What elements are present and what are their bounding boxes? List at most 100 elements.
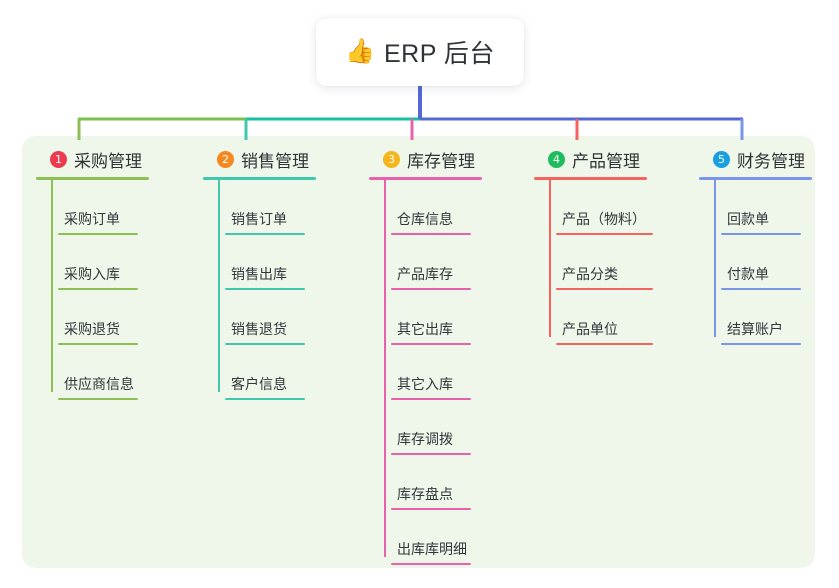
- leaf-label: 结算账户: [727, 321, 783, 337]
- branch-title-5: 财务管理: [737, 151, 805, 171]
- branch-header-4[interactable]: 4 产品管理: [534, 146, 653, 172]
- leaf-label: 库存调拨: [397, 431, 453, 447]
- leaf-item[interactable]: 采购入库: [58, 235, 149, 290]
- branch-badge-4: 4: [548, 150, 565, 168]
- leaf-item[interactable]: 客户信息: [225, 345, 316, 400]
- branch-title-4: 产品管理: [572, 151, 640, 171]
- branch-items-1: 采购订单采购入库采购退货供应商信息: [36, 180, 149, 400]
- leaf-label: 客户信息: [231, 376, 287, 392]
- leaf-item[interactable]: 产品单位: [556, 290, 653, 345]
- leaf-label: 销售订单: [231, 211, 287, 227]
- leaf-label: 产品（物料）: [562, 211, 646, 227]
- leaf-item[interactable]: 付款单: [721, 235, 812, 290]
- leaf-label: 采购退货: [64, 321, 120, 337]
- branch-title-2: 销售管理: [241, 151, 309, 171]
- leaf-item[interactable]: 结算账户: [721, 290, 812, 345]
- leaf-item[interactable]: 采购退货: [58, 290, 149, 345]
- leaf-label: 出库库明细: [397, 541, 467, 557]
- branch-2: 2 销售管理销售订单销售出库销售退货客户信息: [203, 146, 316, 400]
- root-node[interactable]: 👍 ERP 后台: [316, 18, 524, 86]
- root-title: ERP 后台: [383, 40, 495, 68]
- branch-items-4: 产品（物料） 产品分类产品单位: [534, 180, 653, 345]
- leaf-underline: [391, 288, 471, 290]
- branch-items-3: 仓库信息产品库存其它出库其它入库库存调拨库存盘点出库库明细: [369, 180, 482, 565]
- leaf-item[interactable]: 出库库明细: [391, 510, 482, 565]
- leaf-underline: [58, 398, 138, 400]
- leaf-underline: [391, 508, 471, 510]
- leaf-item[interactable]: 供应商信息: [58, 345, 149, 400]
- leaf-label: 仓库信息: [397, 211, 453, 227]
- leaf-label: 其它入库: [397, 376, 453, 392]
- branch-header-2[interactable]: 2 销售管理: [203, 146, 316, 172]
- branch-spine-4: [549, 180, 551, 337]
- leaf-item[interactable]: 库存盘点: [391, 455, 482, 510]
- leaf-item[interactable]: 回款单: [721, 180, 812, 235]
- leaf-item[interactable]: 库存调拨: [391, 400, 482, 455]
- branch-title-3: 库存管理: [407, 151, 475, 171]
- branch-spine-2: [218, 180, 220, 392]
- branch-underline-5: [699, 177, 812, 180]
- leaf-underline: [58, 288, 138, 290]
- leaf-label: 采购入库: [64, 266, 120, 282]
- branch-spine-3: [384, 180, 386, 557]
- branch-header-3[interactable]: 3 库存管理: [369, 146, 482, 172]
- branch-header-5[interactable]: 5 财务管理: [699, 146, 812, 172]
- branch-4: 4 产品管理产品（物料） 产品分类产品单位: [534, 146, 653, 345]
- leaf-item[interactable]: 产品分类: [556, 235, 653, 290]
- leaf-underline: [721, 288, 801, 290]
- leaf-underline: [225, 288, 305, 290]
- leaf-label: 库存盘点: [397, 486, 453, 502]
- leaf-underline: [391, 398, 471, 400]
- leaf-underline: [58, 343, 138, 345]
- branch-items-5: 回款单付款单结算账户: [699, 180, 812, 345]
- leaf-underline: [225, 398, 305, 400]
- leaf-underline: [391, 343, 471, 345]
- leaf-item[interactable]: 其它出库: [391, 290, 482, 345]
- leaf-underline: [225, 233, 305, 235]
- branch-badge-2: 2: [217, 150, 234, 168]
- leaf-label: 产品单位: [562, 321, 618, 337]
- branch-underline-3: [369, 177, 482, 180]
- leaf-label: 付款单: [727, 266, 769, 282]
- branch-underline-1: [36, 177, 149, 180]
- branches-panel: [22, 136, 815, 568]
- leaf-item[interactable]: 产品（物料）: [556, 180, 653, 235]
- leaf-underline: [556, 233, 653, 235]
- leaf-label: 供应商信息: [64, 376, 134, 392]
- branch-underline-2: [203, 177, 316, 180]
- leaf-underline: [391, 453, 471, 455]
- leaf-item[interactable]: 销售出库: [225, 235, 316, 290]
- leaf-underline: [391, 233, 471, 235]
- branch-spine-5: [714, 180, 716, 337]
- leaf-label: 采购订单: [64, 211, 120, 227]
- branch-badge-1: 1: [50, 150, 67, 168]
- leaf-label: 销售出库: [231, 266, 287, 282]
- leaf-item[interactable]: 产品库存: [391, 235, 482, 290]
- leaf-underline: [225, 343, 305, 345]
- leaf-item[interactable]: 销售退货: [225, 290, 316, 345]
- branch-spine-1: [51, 180, 53, 392]
- branch-3: 3 库存管理仓库信息产品库存其它出库其它入库库存调拨库存盘点出库库明细: [369, 146, 482, 565]
- leaf-underline: [391, 563, 471, 565]
- leaf-underline: [721, 343, 801, 345]
- leaf-label: 销售退货: [231, 321, 287, 337]
- leaf-underline: [58, 233, 138, 235]
- leaf-label: 其它出库: [397, 321, 453, 337]
- branch-badge-3: 3: [383, 150, 400, 168]
- thumbs-up-emoji: 👍: [345, 38, 375, 65]
- branch-badge-5: 5: [713, 150, 730, 168]
- leaf-item[interactable]: 采购订单: [58, 180, 149, 235]
- leaf-item[interactable]: 其它入库: [391, 345, 482, 400]
- branch-5: 5 财务管理回款单付款单结算账户: [699, 146, 812, 345]
- leaf-underline: [721, 233, 801, 235]
- leaf-label: 产品库存: [397, 266, 453, 282]
- leaf-item[interactable]: 仓库信息: [391, 180, 482, 235]
- branch-underline-4: [534, 177, 647, 180]
- leaf-label: 产品分类: [562, 266, 618, 282]
- branch-items-2: 销售订单销售出库销售退货客户信息: [203, 180, 316, 400]
- leaf-item[interactable]: 销售订单: [225, 180, 316, 235]
- leaf-underline: [556, 343, 653, 345]
